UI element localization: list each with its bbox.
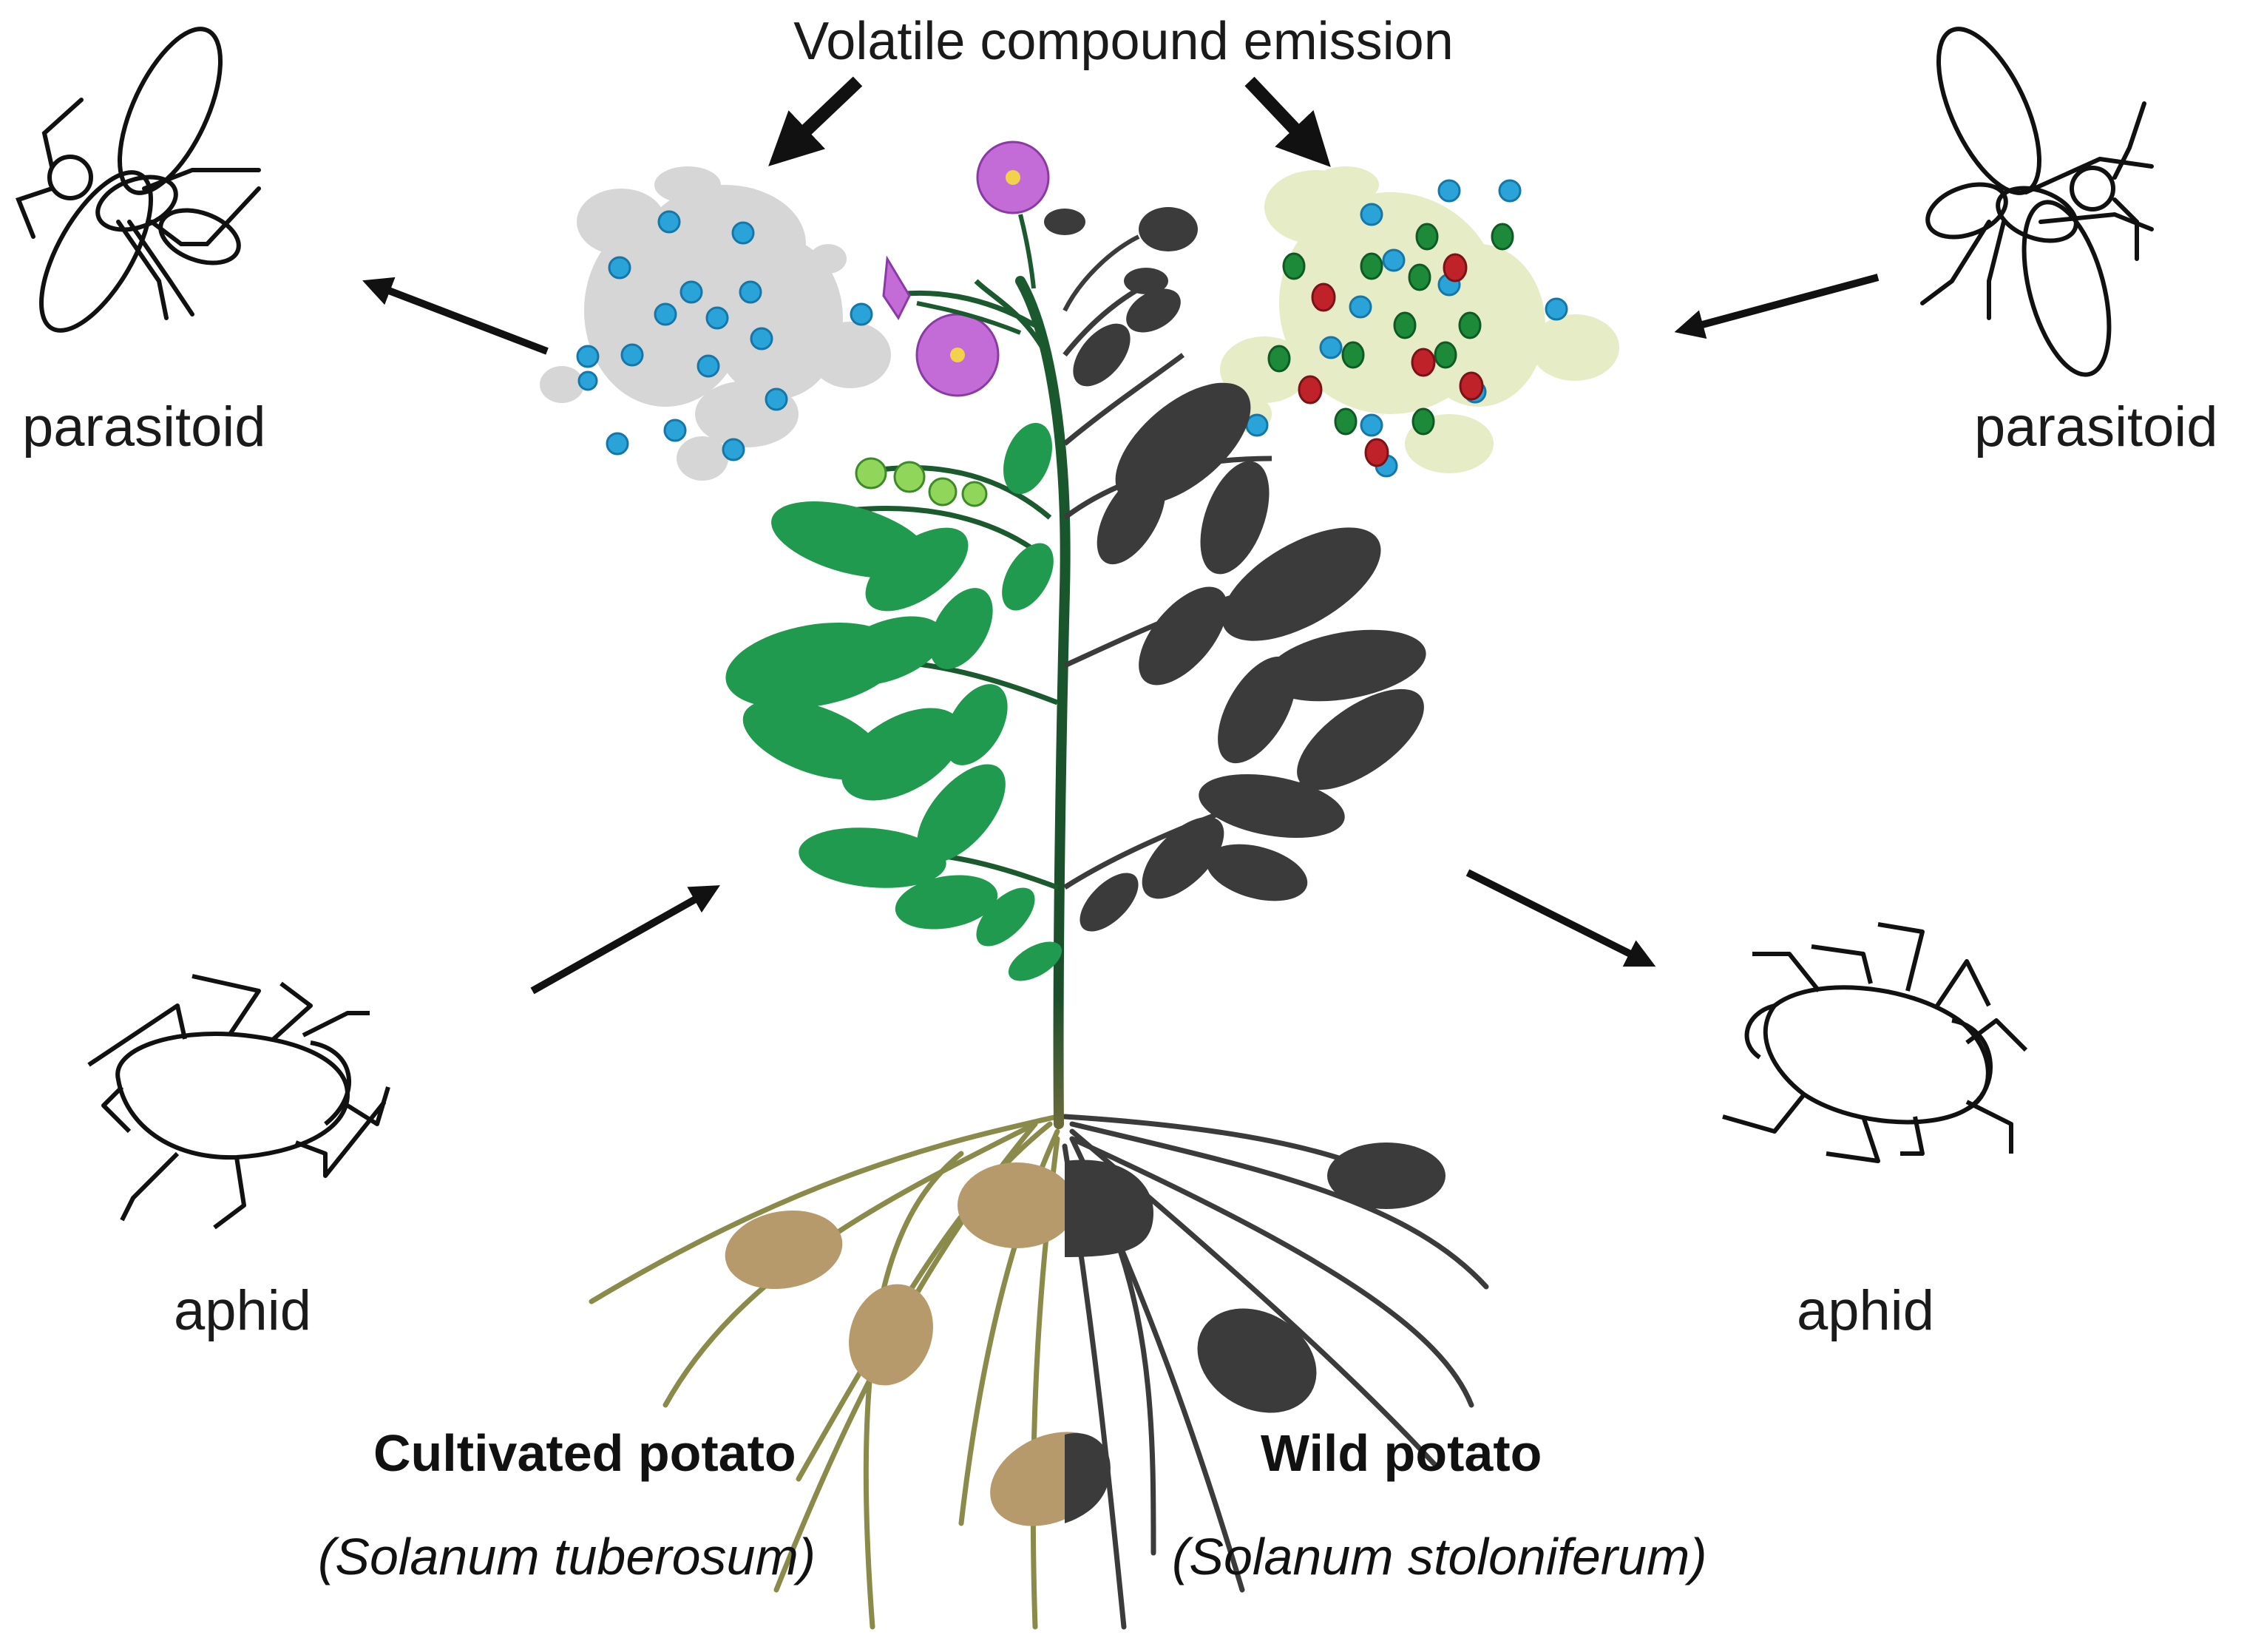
label-parasitoid-left: parasitoid bbox=[22, 396, 266, 458]
arrow-icon bbox=[362, 76, 1880, 995]
aphid-icon bbox=[87, 974, 390, 1230]
label-aphid-left: aphid bbox=[174, 1279, 311, 1342]
parasitoid-icon bbox=[1920, 27, 2154, 377]
label-aphid-right: aphid bbox=[1797, 1279, 1934, 1342]
volatile-cloud-cultivated bbox=[540, 166, 891, 481]
label-cultivated-species: (Solanum tuberosum) bbox=[318, 1528, 816, 1585]
label-wild-name: Wild potato bbox=[1261, 1424, 1542, 1482]
tuber-icon bbox=[725, 1162, 1110, 1526]
flower-icon bbox=[882, 141, 1050, 397]
cultivated-foliage bbox=[725, 141, 1063, 981]
diagram-title: Volatile compound emission bbox=[793, 12, 1454, 71]
label-wild-species: (Solanum stoloniferum) bbox=[1172, 1528, 1707, 1585]
plant-stem bbox=[1015, 276, 1071, 1129]
label-parasitoid-right: parasitoid bbox=[1974, 396, 2218, 458]
wild-foliage bbox=[1044, 207, 1426, 932]
tuber-icon bbox=[1065, 1142, 1446, 1523]
parasitoid-icon bbox=[16, 27, 261, 333]
aphid-icon bbox=[1722, 922, 2028, 1163]
volatile-cloud-wild bbox=[1220, 166, 1619, 478]
label-cultivated-name: Cultivated potato bbox=[373, 1424, 796, 1482]
